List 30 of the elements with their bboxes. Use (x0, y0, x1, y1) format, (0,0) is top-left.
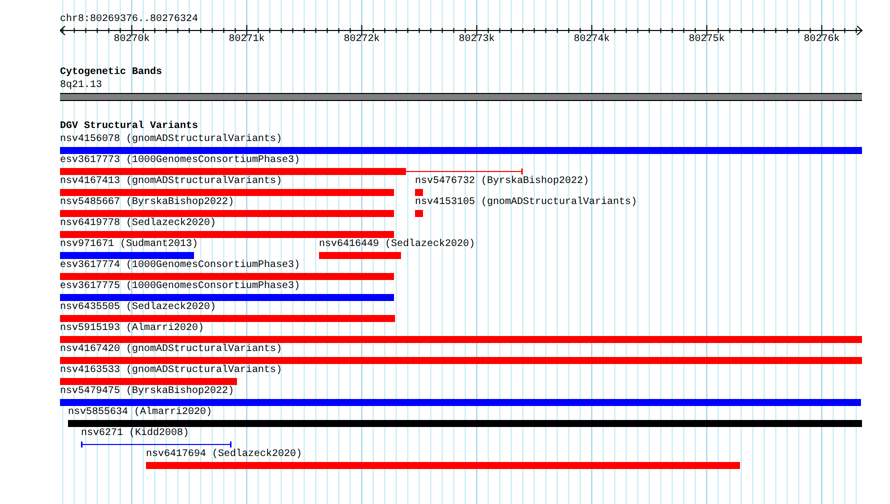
variant-label: esv3617775 (1000GenomesConsortiumPhase3) (60, 281, 300, 293)
scale-label: 80270k (114, 34, 150, 46)
scale-label: 80273k (458, 34, 495, 46)
variant-label: nsv6271 (Kidd2008) (81, 428, 190, 440)
variant-label: nsv971671 (Sudmant2013) (60, 239, 198, 251)
variant-label: nsv5855634 (Almarri2020) (68, 407, 212, 419)
track-title: Cytogenetic Bands (60, 67, 162, 79)
region-label: chr8:80269376..80276324 (60, 14, 198, 26)
variant-label: nsv6419778 (Sedlazeck2020) (60, 218, 216, 230)
variant-label: nsv5485667 (ByrskaBishop2022) (60, 197, 234, 209)
variant-label: nsv4167413 (gnomADStructuralVariants) (60, 176, 282, 188)
variant-label: esv3617773 (1000GenomesConsortiumPhase3) (60, 155, 300, 167)
variant-label: nsv5476732 (ByrskaBishop2022) (415, 176, 590, 188)
track-title: DGV Structural Variants (60, 121, 198, 133)
variant-label: esv3617774 (1000GenomesConsortiumPhase3) (60, 260, 300, 272)
variant-label: nsv5479475 (ByrskaBishop2022) (60, 386, 234, 398)
variant-label: nsv4167420 (gnomADStructuralVariants) (60, 344, 282, 356)
band-label: 8q21.13 (60, 80, 102, 92)
scale-label: 80271k (228, 34, 265, 46)
variant-label: nsv4156078 (gnomADStructuralVariants) (60, 134, 282, 146)
scale-label: 80272k (344, 34, 380, 46)
scale-label: 80276k (804, 34, 840, 46)
variant-label: nsv4163533 (gnomADStructuralVariants) (60, 365, 282, 377)
variant-label: nsv6435505 (Sedlazeck2020) (60, 302, 216, 314)
scale-label: 80274k (574, 34, 610, 46)
variant-label: nsv4153105 (gnomADStructuralVariants) (415, 197, 638, 209)
variant-label: nsv6416449 (Sedlazeck2020) (319, 239, 476, 251)
variant-label: nsv6417694 (Sedlazeck2020) (146, 449, 302, 461)
variant-label: nsv5915193 (Almarri2020) (60, 323, 204, 335)
scale-label: 80275k (688, 34, 725, 46)
